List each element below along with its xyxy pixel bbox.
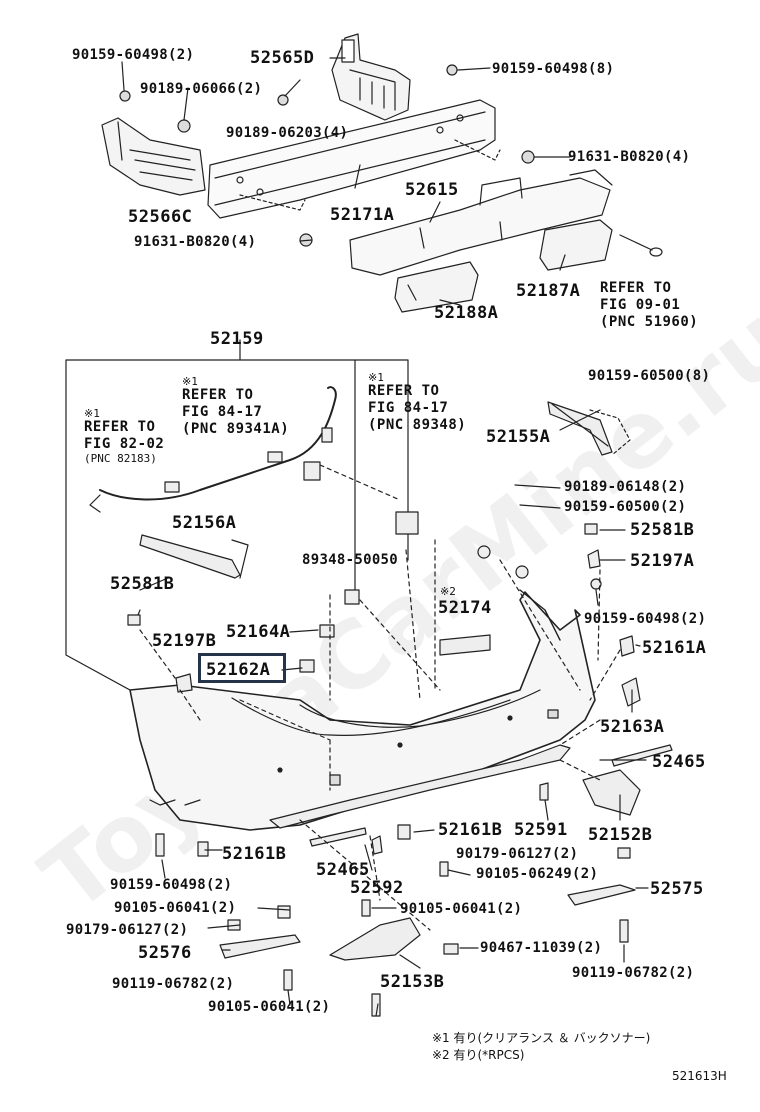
dashed-assembly-lines [139,464,621,931]
part-label-52197b: 52197B [152,631,217,651]
leader-lines-bottom [137,484,649,1017]
part-label-52615: 52615 [405,180,459,200]
part-label-91631-b0820-left: 91631-B0820(4) [134,234,257,250]
part-label-52161b-left: 52161B [222,844,287,864]
ref-note-89348: ※1 REFER TO FIG 84-17 (PNC 89348) [368,371,467,433]
part-label-52465-left: 52465 [316,860,370,880]
part-label-90105-06041-left: 90105-06041(2) [114,900,237,916]
footnote-1: ※1 有り(クリアランス ＆ バックソナー) [432,1031,651,1045]
part-label-52153b: 52153B [380,972,445,992]
retainer-52155a-drawing [547,401,631,456]
leader-lines-top [121,57,571,306]
part-label-52187a: 52187A [516,281,581,301]
part-label-52164a: 52164A [226,622,291,642]
spacer-52188a-drawing [394,261,479,313]
part-label-90119-06782-left: 90119-06782(2) [112,976,235,992]
part-label-52162a: 52162A [206,660,271,680]
ref-note-51960: REFER TO FIG 09-01 (PNC 51960) [600,280,699,330]
part-label-90159-60498-8: 90159-60498(8) [492,61,615,77]
part-label-90119-06782-right: 90119-06782(2) [572,965,695,981]
bracket-52566c-drawing [101,117,206,196]
part-label-90159-60498-2-topleft: 90159-60498(2) [72,47,195,63]
part-label-52174: 52174 [438,598,492,618]
ref-mark-rpcs: ※2 [440,585,456,598]
part-label-90105-06249: 90105-06249(2) [476,866,599,882]
part-label-52465-right: 52465 [652,752,706,772]
part-label-52152b: 52152B [588,825,653,845]
part-label-90467-11039: 90467-11039(2) [480,940,603,956]
assembly-frame-52159 [65,339,409,691]
part-label-52156a: 52156A [172,513,237,533]
part-label-52161b-center: 52161B [438,820,503,840]
ref-note-82183: ※1 REFER TO FIG 82-02 (PNC 82183) [84,407,165,465]
bumper-cover-drawing [129,589,596,831]
part-label-52565d: 52565D [250,48,315,68]
footnote-2: ※2 有り(*RPCS) [432,1048,525,1062]
reinforcement-52171a-drawing [207,99,501,219]
part-label-90189-06203: 90189-06203(4) [226,125,349,141]
part-label-90159-60498-2-right: 90159-60498(2) [584,611,707,627]
part-label-90189-06148: 90189-06148(2) [564,479,687,495]
part-label-90189-06066: 90189-06066(2) [140,81,263,97]
absorber-52615-drawing [349,169,613,276]
part-label-52159: 52159 [210,329,264,349]
part-label-52171a: 52171A [330,205,395,225]
part-label-90179-06127-left: 90179-06127(2) [66,922,189,938]
part-label-52188a: 52188A [434,303,499,323]
part-label-52155a: 52155A [486,427,551,447]
wire-terminal-drawing [619,234,663,257]
part-label-90159-60500-8: 90159-60500(8) [588,368,711,384]
part-label-91631-b0820-right: 91631-B0820(4) [568,149,691,165]
retainer-52156a-drawing [139,534,249,579]
part-label-52591: 52591 [514,820,568,840]
sonar-wire-harness-drawing [89,386,419,535]
part-label-90105-06041-bottom: 90105-06041(2) [208,999,331,1015]
part-label-52581b-left: 52581B [110,574,175,594]
ref-note-89341a: ※1 REFER TO FIG 84-17 (PNC 89341A) [182,375,290,437]
highlighted-part-frame[interactable] [198,653,286,683]
part-label-52576: 52576 [138,943,192,963]
part-label-90159-60498-2-bottom: 90159-60498(2) [110,877,233,893]
part-label-52163a: 52163A [600,717,665,737]
part-label-52592: 52592 [350,878,404,898]
part-label-89348-50050: 89348-50050 [302,552,399,568]
part-label-90159-60500-2: 90159-60500(2) [564,499,687,515]
spacer-52187a-drawing [539,219,613,271]
figure-code: 521613H [672,1069,727,1083]
part-label-52581b-right: 52581B [630,520,695,540]
part-label-52566c: 52566C [128,207,193,227]
part-label-90105-06041-center: 90105-06041(2) [400,901,523,917]
part-label-52161a: 52161A [642,638,707,658]
bracket-52565d-drawing [331,33,411,121]
part-label-52197a: 52197A [630,551,695,571]
part-label-52575: 52575 [650,879,704,899]
small-parts-bumper [127,523,673,1017]
part-label-90179-06127-right: 90179-06127(2) [456,846,579,862]
